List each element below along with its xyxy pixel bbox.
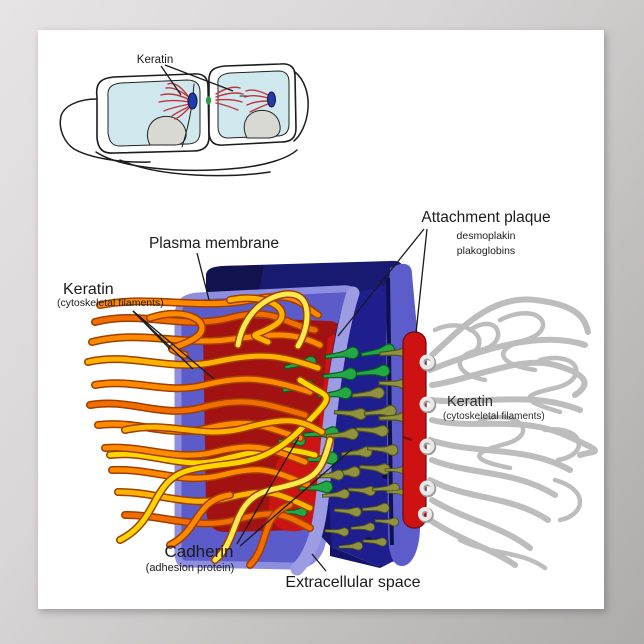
attachment-plaque-label: Attachment plaque <box>421 209 550 226</box>
inset-desmosome-oval-2 <box>267 91 276 108</box>
inset-keratin-label: Keratin <box>137 54 173 66</box>
annotations: Keratin Plasma membrane Attachment plaqu… <box>57 54 551 591</box>
inset-nucleus-2 <box>243 109 281 139</box>
poster: Keratin Plasma membrane Attachment plaqu… <box>38 30 604 609</box>
plasma-membrane-label: Plasma membrane <box>149 235 279 252</box>
inset-junction-dot <box>205 96 212 105</box>
attachment-plaque-sub2: plakoglobins <box>457 245 515 257</box>
inset-desmosome-oval-1 <box>187 92 198 110</box>
extracellular-space-label: Extracellular space <box>285 574 420 591</box>
keratin-filaments-right <box>427 296 598 571</box>
inset-keratin-filaments-cell1 <box>158 82 191 120</box>
cadherin-sub: (adhesion protein) <box>146 562 235 574</box>
inset-nucleus-1 <box>147 115 187 146</box>
keratin-left-label: Keratin <box>63 281 114 298</box>
cadherin-label: Cadherin <box>165 542 234 561</box>
attachment-plaque-sub1: desmoplakin <box>457 230 516 242</box>
keratin-right-sub: (cytoskeletal filaments) <box>443 411 545 422</box>
keratin-left-sub: (cytoskeletal filaments) <box>57 297 164 309</box>
keratin-right-label: Keratin <box>447 394 493 410</box>
keratin-loops <box>418 354 437 523</box>
keratin-filaments-left <box>84 290 334 569</box>
inset-keratin-filaments-cell2 <box>215 86 269 113</box>
inset-cells-illustration <box>59 63 309 177</box>
desmosome-diagram <box>84 260 598 576</box>
right-attachment-plaque <box>402 331 437 529</box>
